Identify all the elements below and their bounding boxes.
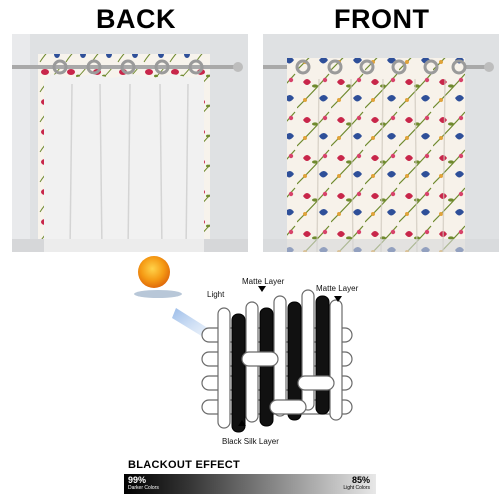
blackout-gradient-bar: 99% Darker Colors 85% Light Colors — [124, 474, 376, 494]
front-heading: FRONT — [334, 4, 430, 34]
darker-colors-caption: Darker Colors — [128, 485, 159, 491]
darker-colors-percent: 99% — [128, 475, 147, 485]
black-silk-layer-label: Black Silk Layer — [222, 437, 279, 446]
sun-icon — [134, 256, 182, 298]
weave-illustration — [134, 256, 353, 433]
back-heading: BACK — [96, 4, 176, 34]
back-curtain-image — [12, 34, 248, 252]
matte-layer-right-label: Matte Layer — [316, 284, 359, 293]
light-colors-caption: Light Colors — [343, 485, 370, 491]
light-colors-percent: 85% — [351, 475, 370, 485]
light-label: Light — [207, 290, 225, 299]
back-curtain-illustration — [12, 34, 248, 252]
front-curtain-illustration — [263, 34, 499, 252]
matte-layer-top-label: Matte Layer — [242, 277, 285, 286]
blackout-effect-title: BLACKOUT EFFECT — [128, 459, 241, 471]
front-curtain-image — [263, 34, 499, 252]
fabric-weave-diagram: Light Matte Layer Matte Layer Black Silk… — [110, 248, 400, 453]
